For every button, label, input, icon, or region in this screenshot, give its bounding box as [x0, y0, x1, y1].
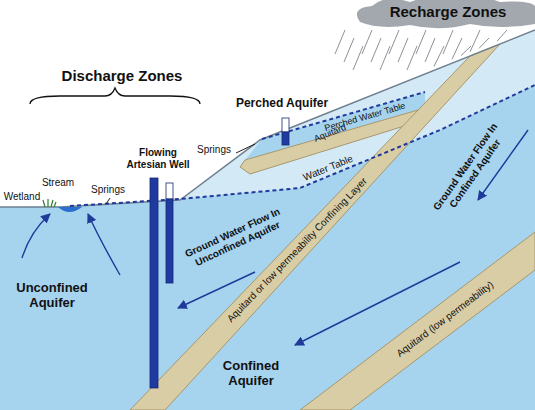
- flow-label: Ground Water Flow In Confined Aquifer: [431, 121, 509, 219]
- drawing-part: [22, 214, 50, 258]
- well-label: Flowing Artesian Well: [126, 147, 190, 170]
- drawing-part: [51, 200, 53, 207]
- zone-title: Recharge Zones: [390, 3, 507, 20]
- stream-channel: [58, 207, 82, 212]
- drawing-part: [106, 198, 110, 204]
- drawing-part: [236, 144, 255, 153]
- aquifer-label: Unconfined Aquifer: [12, 281, 92, 311]
- drawing-part: [43, 200, 45, 207]
- layer-label: Aquitard (low permeability): [394, 279, 495, 359]
- aquifer-label: Perched Aquifer: [236, 97, 328, 111]
- rain-streak: [335, 30, 345, 54]
- feature-label: Stream: [42, 177, 74, 189]
- rain-streak: [407, 46, 417, 70]
- wetland-grass: [43, 199, 56, 207]
- flow-label: Ground Water Flow In Unconfined Aquifer: [179, 204, 290, 272]
- lower-aquitard: [300, 232, 535, 410]
- rain-streak: [434, 46, 444, 66]
- perched-well: [282, 132, 289, 145]
- rain-streak: [416, 30, 426, 54]
- drawing-part: [47, 199, 48, 207]
- well-casing: [166, 183, 173, 199]
- zone-title: Discharge Zones: [62, 67, 183, 84]
- rain-streak: [398, 38, 408, 62]
- well-casing: [282, 118, 289, 132]
- saturated-zone: [0, 30, 535, 410]
- water-table-label: Water Table: [301, 153, 354, 183]
- rain-streak: [353, 46, 363, 70]
- drawing-part: [54, 202, 56, 207]
- drawing-part: [88, 214, 120, 275]
- rain-streak: [362, 30, 372, 54]
- aquifer-label: Confined Aquifer: [216, 359, 286, 389]
- rain-streak: [452, 38, 462, 59]
- confining-layer: [130, 44, 500, 410]
- feature-label: Springs: [91, 184, 125, 196]
- artesian-well: [150, 178, 158, 388]
- unconfined-well: [166, 199, 173, 283]
- rain-streak: [389, 30, 399, 54]
- rain-streak: [461, 46, 471, 56]
- rain-streak: [344, 38, 354, 62]
- discharge-brace: [30, 88, 200, 104]
- feature-label: Wetland: [4, 191, 41, 203]
- rain-streak: [380, 46, 390, 70]
- rain-streak: [443, 30, 453, 54]
- layer-label: Aquitard or low permeability Confining L…: [225, 175, 370, 324]
- feature-label: Springs: [197, 144, 231, 156]
- rain-streak: [479, 38, 489, 48]
- leader-lines: [106, 144, 255, 204]
- rain-streaks: [335, 30, 507, 70]
- rain-streak: [371, 38, 381, 62]
- rain-streak: [470, 30, 480, 52]
- rain-cloud: [357, 0, 535, 28]
- rain-streak: [425, 38, 435, 62]
- rain-streak: [497, 30, 507, 41]
